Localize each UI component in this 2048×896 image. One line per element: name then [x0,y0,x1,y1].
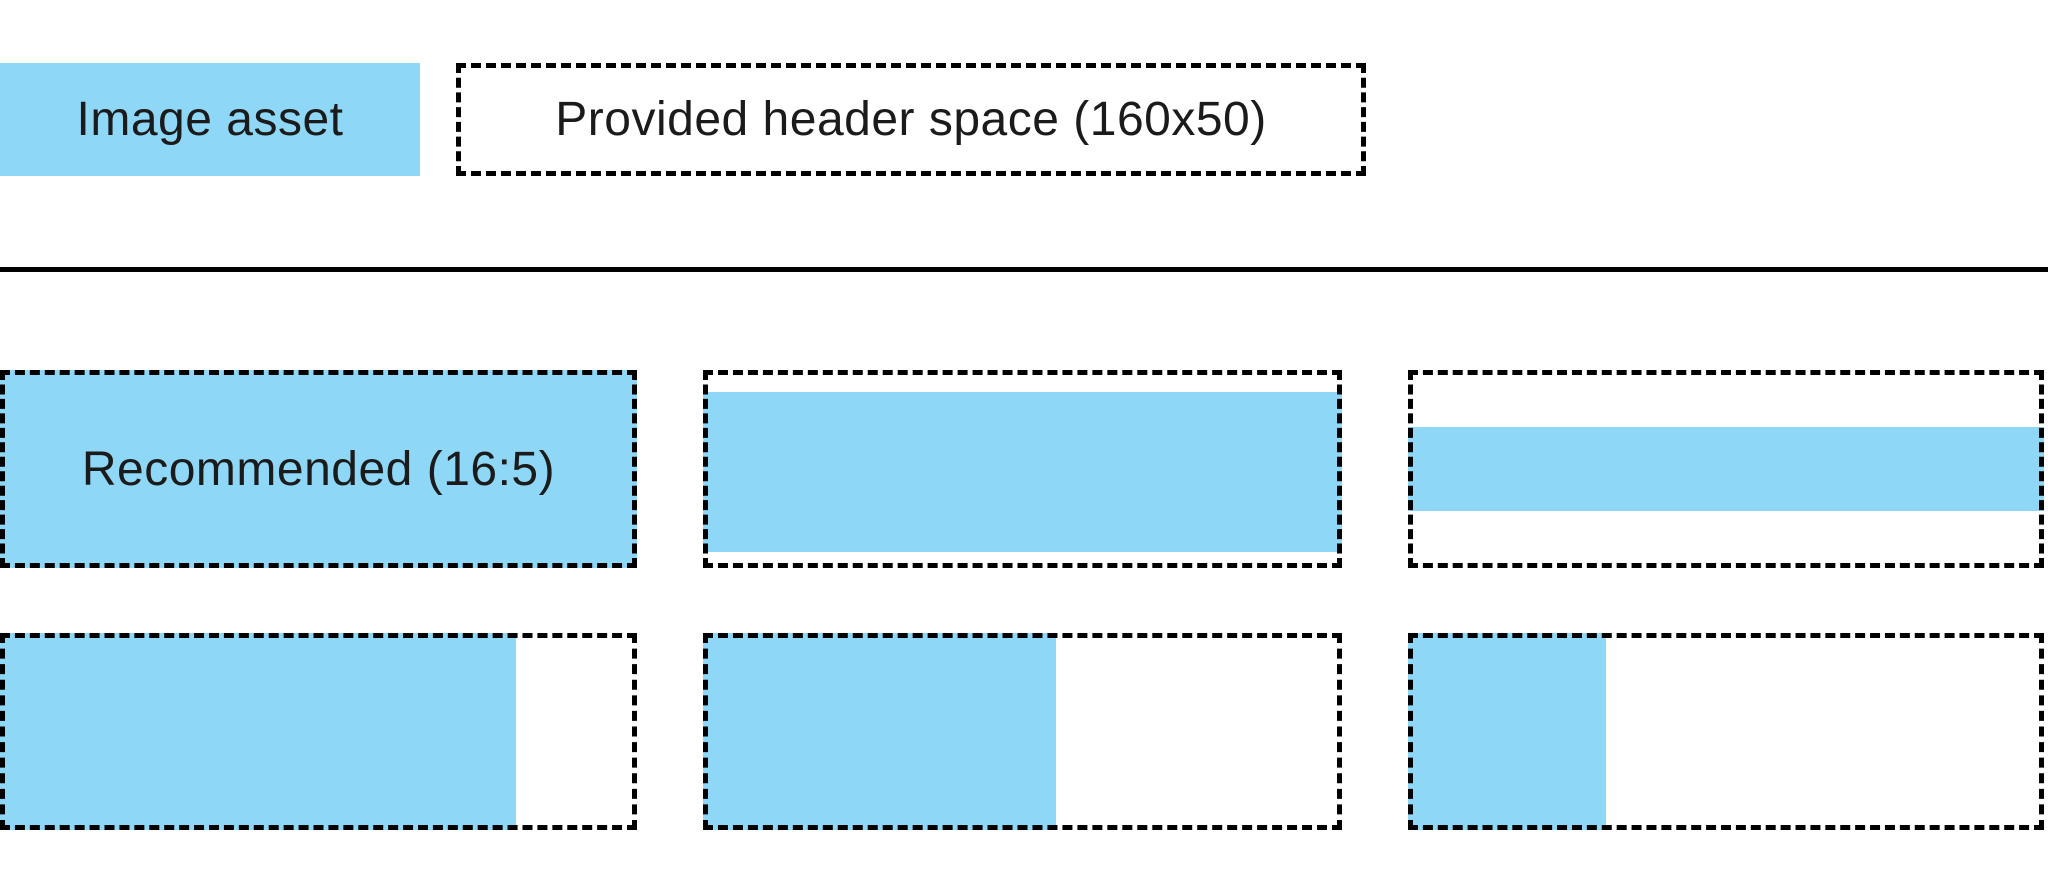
header-space-box-partial-width-medium [703,633,1342,830]
image-asset-fill [1408,633,1606,830]
legend-header-space-box: Provided header space (160x50) [456,63,1366,176]
legend-header-space-label: Provided header space (160x50) [555,93,1267,146]
legend-image-asset-swatch: Image asset [0,63,420,176]
divider-line [0,267,2048,272]
image-asset-fill [703,392,1342,552]
example-label: Recommended (16:5) [81,442,556,496]
image-asset-fill [703,633,1056,830]
header-space-box-full-width-thin-strip [1408,370,2044,568]
header-space-box-full-width-shorter [703,370,1342,568]
header-space-box-partial-width-square [1408,633,2044,830]
image-asset-fill [0,370,637,568]
image-asset-fill [1408,427,2044,511]
header-space-box-recommended-16-5: Recommended (16:5) [0,370,637,568]
legend-image-asset-label: Image asset [76,93,344,146]
image-asset-fill [0,633,516,830]
header-space-box-partial-width-large [0,633,637,830]
